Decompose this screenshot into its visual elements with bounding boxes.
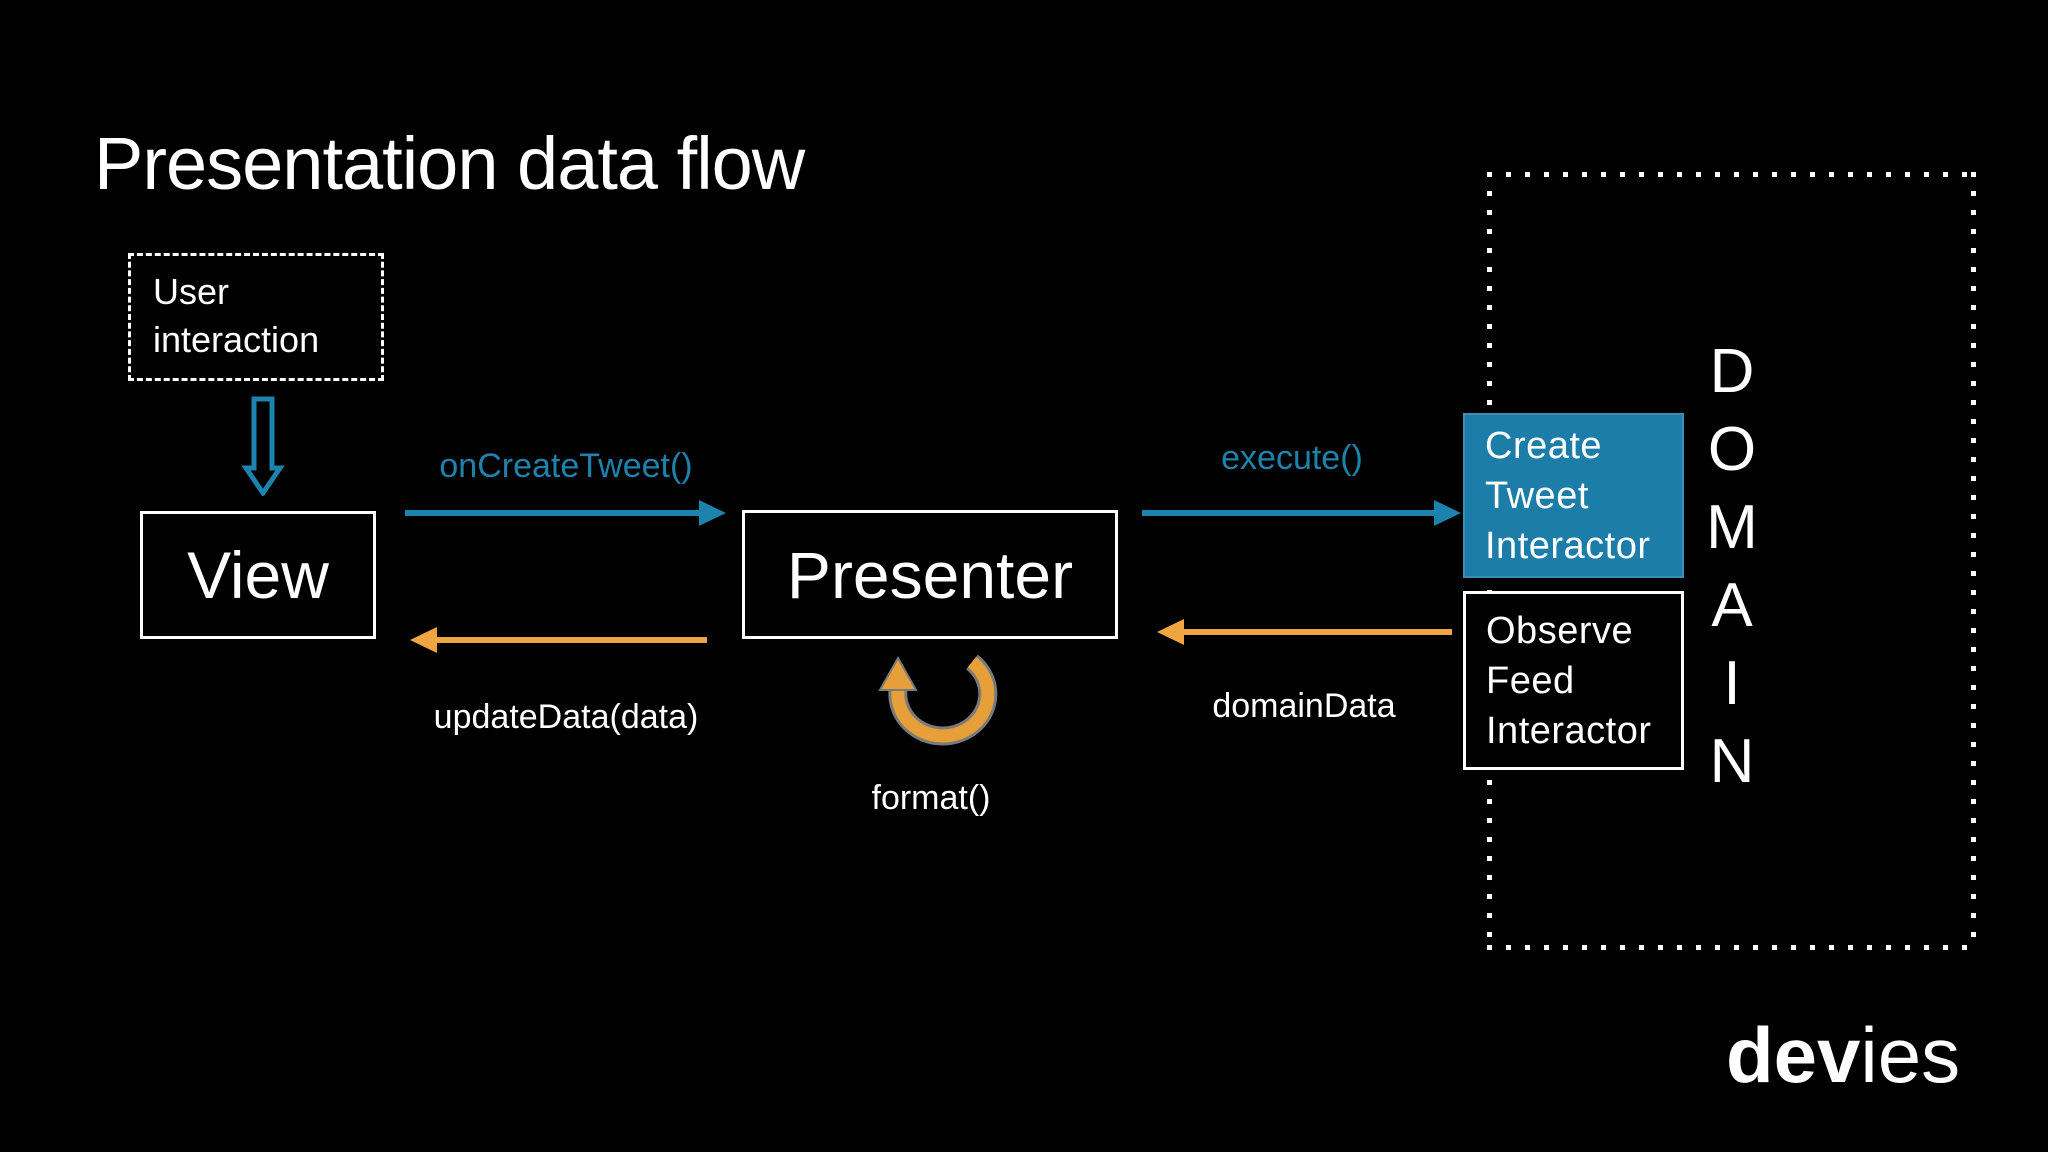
on-create-tweet-arrow-line: [405, 510, 701, 516]
page-title: Presentation data flow: [94, 122, 805, 205]
observe-feed-interactor-label: Observe Feed Interactor: [1486, 609, 1652, 752]
on-create-tweet-label: onCreateTweet(): [439, 447, 693, 485]
observe-feed-interactor-box: Observe Feed Interactor: [1463, 591, 1684, 770]
create-tweet-interactor-label: Create Tweet Interactor: [1485, 424, 1651, 567]
presenter-label: Presenter: [786, 537, 1074, 612]
create-tweet-interactor-box: Create Tweet Interactor: [1463, 413, 1684, 578]
domain-data-label: domainData: [1212, 687, 1396, 725]
view-label: View: [187, 538, 329, 612]
execute-arrowhead-icon: [1434, 500, 1461, 526]
view-box: View: [140, 511, 376, 639]
devies-logo: devies: [1726, 1016, 1960, 1094]
devies-logo-light-part: ies: [1860, 1011, 1961, 1099]
update-data-arrowhead-icon: [410, 627, 437, 653]
execute-arrow-line: [1142, 510, 1436, 516]
domain-data-arrowhead-icon: [1157, 619, 1184, 645]
user-interaction-label: User interaction: [153, 271, 320, 360]
format-label: format(): [871, 779, 991, 817]
format-loop-arrow-icon: [878, 654, 998, 746]
update-data-arrow-line: [437, 637, 707, 643]
execute-label: execute(): [1221, 439, 1363, 477]
on-create-tweet-arrowhead-icon: [699, 500, 726, 526]
user-interaction-box: User interaction: [128, 253, 384, 381]
devies-logo-bold-part: dev: [1726, 1011, 1861, 1099]
presenter-box: Presenter: [742, 510, 1118, 639]
domain-boundary-bottom-edge: [1487, 945, 1976, 950]
domain-boundary-top-edge: [1487, 172, 1976, 177]
domain-data-arrow-line: [1184, 629, 1452, 635]
user-to-view-arrow-icon: [241, 396, 285, 496]
update-data-label: updateData(data): [433, 698, 699, 736]
domain-label: D O M A I N: [1706, 337, 1758, 796]
domain-boundary-right-edge: [1971, 172, 1976, 950]
